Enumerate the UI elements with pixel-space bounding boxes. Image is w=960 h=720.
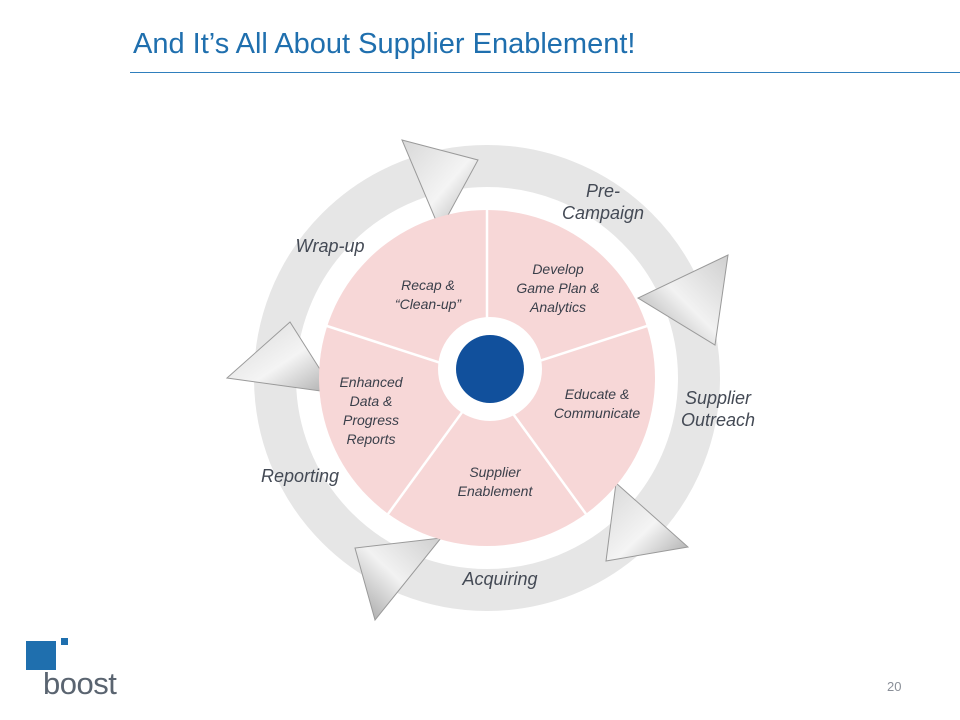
arrow-pre-campaign	[401, 139, 479, 232]
logo-dot	[61, 638, 68, 645]
boost-logo: boost	[26, 638, 126, 701]
segment-label-supplier-enablement: Supplier Enablement	[457, 464, 533, 499]
arrow-acquiring	[605, 481, 690, 562]
title-divider	[130, 72, 960, 73]
segment-label-develop: Develop Game Plan & Analytics	[516, 261, 600, 315]
page-title: And It’s All About Supplier Enablement!	[133, 28, 636, 60]
stage-label-acquiring: Acquiring	[462, 569, 538, 589]
segment-label-educate: Educate & Communicate	[553, 386, 641, 421]
page-number: 20	[887, 679, 902, 694]
segment-label-enhanced-data: Enhanced Data & Progress Reports	[339, 374, 403, 447]
logo-text: boost	[43, 666, 117, 701]
arrow-wrap-up	[225, 321, 336, 394]
stage-label-reporting: Reporting	[260, 466, 340, 486]
segment-label-recap: Recap & “Clean-up”	[394, 277, 462, 312]
arrow-supplier-outreach	[636, 254, 729, 346]
stage-label-pre-campaign: Pre- Campaign	[561, 181, 645, 223]
stage-label-wrap-up: Wrap-up	[295, 236, 365, 256]
stage-label-supplier-outreach: Supplier Outreach	[680, 388, 756, 430]
arrow-reporting	[354, 537, 443, 622]
center-hub	[456, 335, 524, 403]
logo-square	[26, 641, 56, 670]
